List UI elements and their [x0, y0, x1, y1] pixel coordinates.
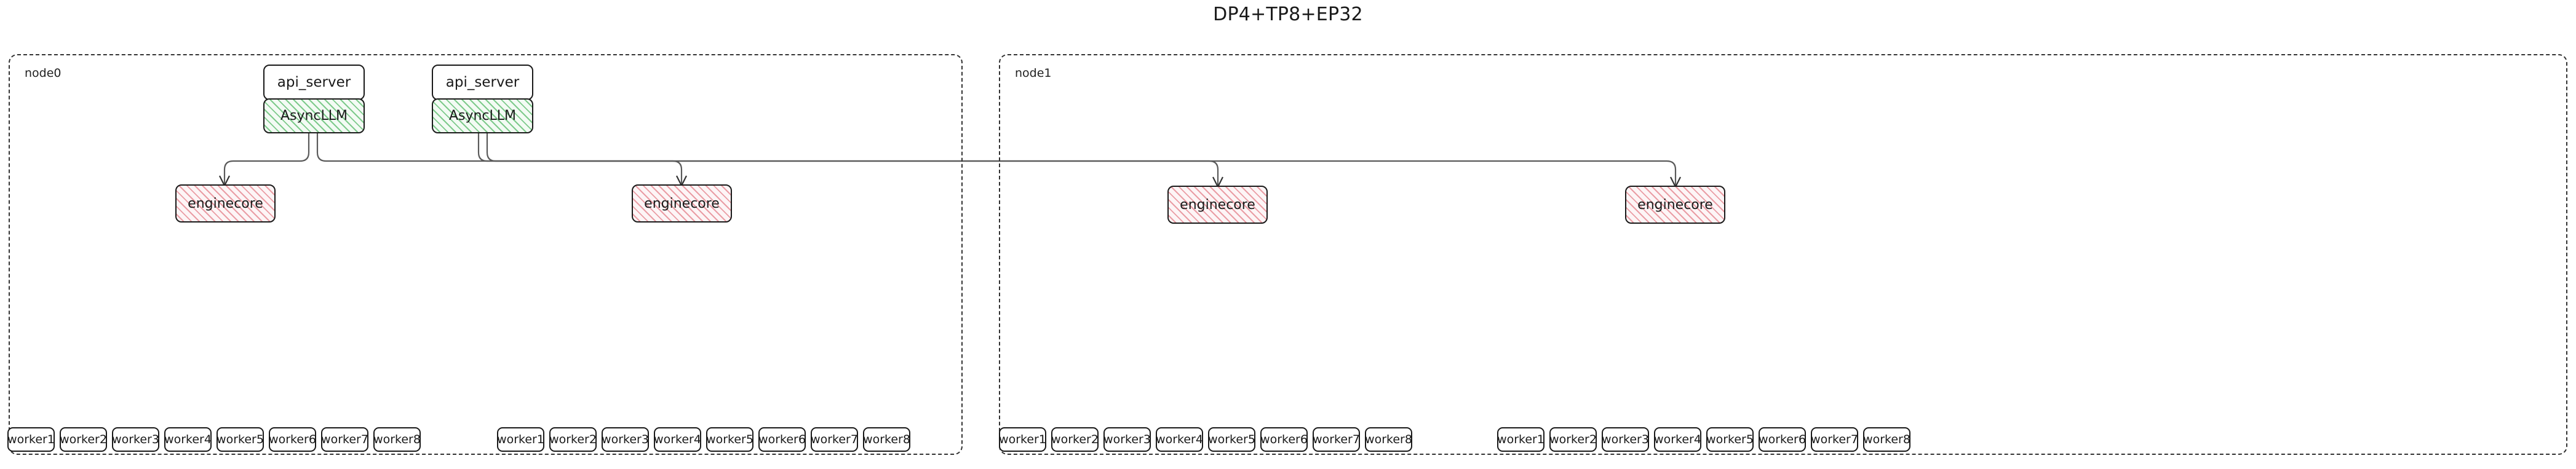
node-async-llm-1[interactable]: AsyncLLM: [432, 98, 533, 133]
node-label: enginecore: [644, 195, 720, 211]
node-worker[interactable]: worker8: [1365, 427, 1412, 452]
node-label: worker2: [1549, 433, 1597, 446]
node-enginecore-1[interactable]: enginecore: [632, 184, 732, 223]
node-label: worker4: [654, 433, 701, 446]
node-worker[interactable]: worker1: [497, 427, 544, 452]
worker-group-2: worker1 worker2 worker3 worker4 worker5 …: [999, 427, 1412, 452]
node-label: worker8: [863, 433, 910, 446]
node-worker[interactable]: worker7: [811, 427, 858, 452]
node-worker[interactable]: worker5: [217, 427, 264, 452]
node-enginecore-0[interactable]: enginecore: [175, 184, 276, 223]
node-worker[interactable]: worker1: [1497, 427, 1544, 452]
cluster-label-node0: node0: [25, 66, 62, 80]
node-label: worker3: [602, 433, 649, 446]
node-worker[interactable]: worker2: [549, 427, 597, 452]
node-worker[interactable]: worker5: [1706, 427, 1754, 452]
node-worker[interactable]: worker6: [269, 427, 316, 452]
node-api-server-0[interactable]: api_server: [263, 65, 365, 100]
node-label: worker1: [497, 433, 544, 446]
node-label: worker1: [999, 433, 1046, 446]
node-worker[interactable]: worker2: [1549, 427, 1597, 452]
node-label: worker2: [549, 433, 597, 446]
node-label: worker6: [269, 433, 316, 446]
node-label: api_server: [277, 74, 351, 90]
node-label: worker6: [758, 433, 806, 446]
worker-group-1: worker1 worker2 worker3 worker4 worker5 …: [497, 427, 910, 452]
node-worker[interactable]: worker4: [1654, 427, 1701, 452]
node-label: worker6: [1759, 433, 1806, 446]
node-worker[interactable]: worker1: [999, 427, 1046, 452]
node-label: worker2: [60, 433, 107, 446]
node-label: worker2: [1051, 433, 1099, 446]
node-worker[interactable]: worker7: [321, 427, 368, 452]
node-worker[interactable]: worker6: [1759, 427, 1806, 452]
node-label: worker4: [1654, 433, 1701, 446]
node-label: enginecore: [1637, 197, 1713, 213]
node-api-server-1[interactable]: api_server: [432, 65, 533, 100]
cluster-label-node1: node1: [1015, 66, 1052, 80]
node-worker[interactable]: worker3: [112, 427, 159, 452]
node-label: api_server: [445, 74, 520, 90]
node-label: worker5: [1706, 433, 1754, 446]
node-label: worker8: [1863, 433, 1910, 446]
node-label: worker1: [7, 433, 55, 446]
node-label: enginecore: [188, 195, 263, 211]
node-worker[interactable]: worker3: [1602, 427, 1649, 452]
node-label: worker6: [1260, 433, 1308, 446]
node-label: AsyncLLM: [448, 108, 517, 124]
page-title: DP4+TP8+EP32: [1213, 4, 1363, 25]
node-worker[interactable]: worker5: [706, 427, 753, 452]
node-worker[interactable]: worker3: [602, 427, 649, 452]
node-worker[interactable]: worker1: [7, 427, 55, 452]
node-label: enginecore: [1180, 197, 1255, 213]
node-worker[interactable]: worker2: [60, 427, 107, 452]
node-label: worker1: [1497, 433, 1544, 446]
cluster-node0: node0: [9, 54, 963, 455]
node-label: worker7: [811, 433, 858, 446]
node-label: worker3: [1103, 433, 1151, 446]
node-label: worker4: [164, 433, 212, 446]
node-worker[interactable]: worker8: [373, 427, 421, 452]
node-label: worker5: [706, 433, 753, 446]
node-worker[interactable]: worker8: [863, 427, 910, 452]
node-worker[interactable]: worker6: [1260, 427, 1308, 452]
node-label: worker5: [217, 433, 264, 446]
node-enginecore-3[interactable]: enginecore: [1625, 186, 1725, 224]
node-label: worker8: [373, 433, 421, 446]
node-label: worker8: [1365, 433, 1412, 446]
node-worker[interactable]: worker6: [758, 427, 806, 452]
node-worker[interactable]: worker3: [1103, 427, 1151, 452]
worker-group-3: worker1 worker2 worker3 worker4 worker5 …: [1497, 427, 1910, 452]
node-label: worker3: [112, 433, 159, 446]
node-label: worker7: [1811, 433, 1858, 446]
node-label: worker3: [1602, 433, 1649, 446]
cluster-node1: node1: [999, 54, 2567, 455]
worker-group-0: worker1 worker2 worker3 worker4 worker5 …: [7, 427, 421, 452]
node-worker[interactable]: worker5: [1208, 427, 1255, 452]
node-worker[interactable]: worker8: [1863, 427, 1910, 452]
node-label: worker7: [321, 433, 368, 446]
node-worker[interactable]: worker7: [1313, 427, 1360, 452]
node-worker[interactable]: worker4: [1156, 427, 1203, 452]
node-worker[interactable]: worker2: [1051, 427, 1099, 452]
node-worker[interactable]: worker4: [164, 427, 212, 452]
node-worker[interactable]: worker4: [654, 427, 701, 452]
node-label: AsyncLLM: [280, 108, 348, 124]
node-label: worker7: [1313, 433, 1360, 446]
node-label: worker5: [1208, 433, 1255, 446]
node-worker[interactable]: worker7: [1811, 427, 1858, 452]
node-label: worker4: [1156, 433, 1203, 446]
node-async-llm-0[interactable]: AsyncLLM: [263, 98, 365, 133]
node-enginecore-2[interactable]: enginecore: [1167, 186, 1268, 224]
